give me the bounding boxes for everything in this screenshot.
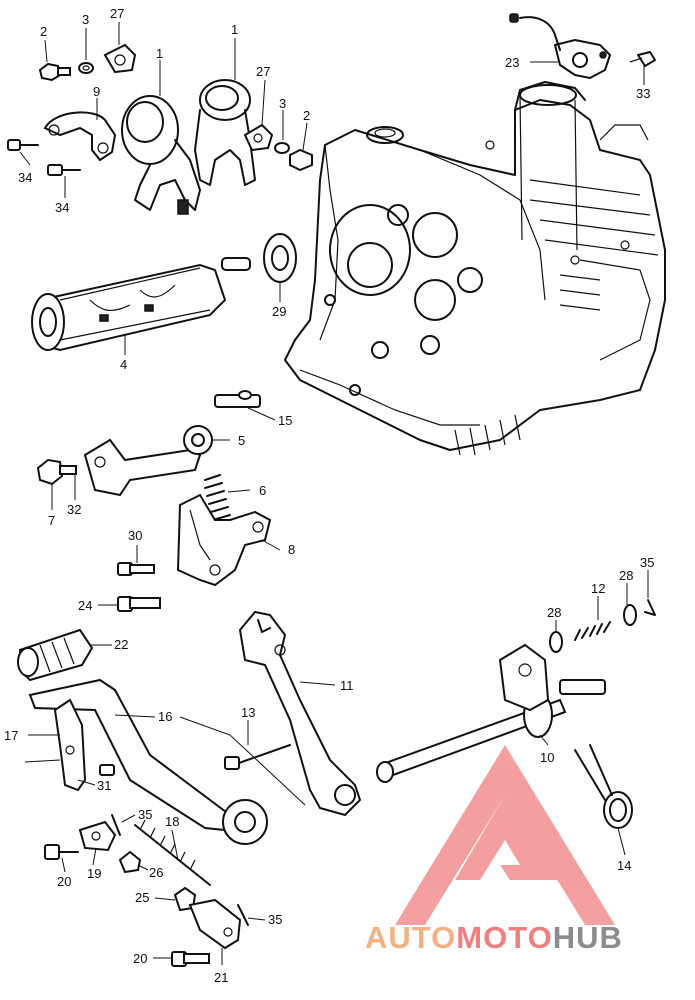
bolt-13 (224, 744, 291, 770)
bolt-30 (117, 562, 155, 576)
rod-joint-21 (188, 898, 242, 950)
callout-13: 13 (241, 705, 255, 720)
callout-35b: 35 (138, 807, 152, 822)
callout-24: 24 (78, 598, 92, 613)
callout-9: 9 (93, 84, 100, 99)
bracket-9 (43, 111, 117, 162)
callout-17: 17 (4, 728, 18, 743)
callout-33: 33 (636, 86, 650, 101)
washer-3-top (78, 62, 94, 74)
callout-15: 15 (278, 413, 292, 428)
watermark-hub: HUB (553, 920, 623, 955)
callout-27b: 27 (256, 64, 270, 79)
shift-fork-1-right (194, 79, 256, 186)
bolt-2-top (38, 62, 71, 82)
cotter-pin-35-c (237, 904, 249, 926)
callout-32: 32 (67, 502, 81, 517)
callout-28b: 28 (547, 605, 561, 620)
plate-8 (176, 493, 272, 587)
watermark-text: AUTOMOTOHUB (365, 920, 623, 955)
callout-16: 16 (158, 709, 172, 724)
bolt-20-a (44, 844, 79, 860)
pedal-rubber-22 (17, 628, 94, 682)
cotter-pin-35-b (111, 814, 121, 836)
shift-spindle-10 (376, 643, 606, 783)
watermark-moto: MOTO (456, 920, 552, 955)
callout-4: 4 (120, 357, 127, 372)
watermark-auto: AUTO (365, 920, 456, 955)
cotter-pin-35-a (644, 599, 656, 616)
change-pedal-16 (28, 678, 268, 845)
bolt-34-a (7, 139, 39, 151)
callout-3b: 3 (279, 96, 286, 111)
bolt-7 (36, 458, 77, 486)
callout-12: 12 (591, 581, 605, 596)
callout-14: 14 (617, 858, 631, 873)
washer-28-a (549, 631, 563, 653)
callout-2b: 2 (303, 108, 310, 123)
plate-27-top (103, 43, 137, 74)
callout-3a: 3 (82, 12, 89, 27)
crankcase-housing (284, 81, 666, 456)
callout-6: 6 (259, 483, 266, 498)
callout-10: 10 (540, 750, 554, 765)
callout-20a: 20 (57, 874, 71, 889)
nut-26 (118, 850, 142, 874)
callout-23: 23 (505, 55, 519, 70)
callout-22: 22 (114, 637, 128, 652)
plate-27-right (243, 123, 274, 152)
return-spring-14 (574, 744, 633, 829)
callout-7: 7 (48, 513, 55, 528)
callout-21: 21 (214, 970, 228, 985)
washer-3-right (274, 142, 290, 154)
callout-30: 30 (128, 528, 142, 543)
shift-drum-4 (31, 257, 251, 352)
callout-8: 8 (288, 542, 295, 557)
shift-fork-1-left (121, 95, 201, 215)
callout-18: 18 (165, 814, 179, 829)
watermark-logo-triangle (395, 745, 615, 925)
spring-12 (574, 621, 611, 641)
bolt-2-right (289, 148, 313, 172)
bolt-31 (99, 764, 115, 776)
callout-29: 29 (272, 304, 286, 319)
callout-28a: 28 (619, 568, 633, 583)
leader-lines (19, 22, 649, 965)
callout-35c: 35 (268, 912, 282, 927)
pin-15 (214, 390, 261, 408)
tie-rod-18 (134, 819, 211, 886)
callout-19: 19 (87, 866, 101, 881)
shift-arm-11 (238, 610, 362, 817)
callout-11: 11 (340, 678, 354, 693)
callout-2a: 2 (40, 24, 47, 39)
callout-20b: 20 (133, 951, 147, 966)
bearing-29 (263, 233, 297, 283)
bolt-33 (629, 51, 656, 67)
bolt-24 (117, 596, 161, 612)
pedal-arm-17 (53, 698, 87, 792)
callout-34a: 34 (18, 170, 32, 185)
bolt-34-b (47, 164, 81, 176)
callout-labels: 2 3 27 1 1 9 27 3 2 34 34 23 33 29 4 15 … (4, 6, 654, 985)
callout-1a: 1 (156, 46, 163, 61)
callout-5: 5 (238, 433, 245, 448)
stopper-arm-5 (83, 425, 213, 497)
callout-1b: 1 (231, 22, 238, 37)
callout-26: 26 (149, 865, 163, 880)
washer-28-b (623, 604, 637, 626)
callout-34b: 34 (55, 200, 69, 215)
callout-27a: 27 (110, 6, 124, 21)
sensor-switch-23 (509, 13, 611, 79)
callout-31: 31 (97, 778, 111, 793)
spring-6 (204, 474, 231, 521)
bolt-20-b (171, 951, 210, 967)
rod-joint-19 (78, 820, 117, 852)
callout-25: 25 (135, 890, 149, 905)
callout-35a: 35 (640, 555, 654, 570)
